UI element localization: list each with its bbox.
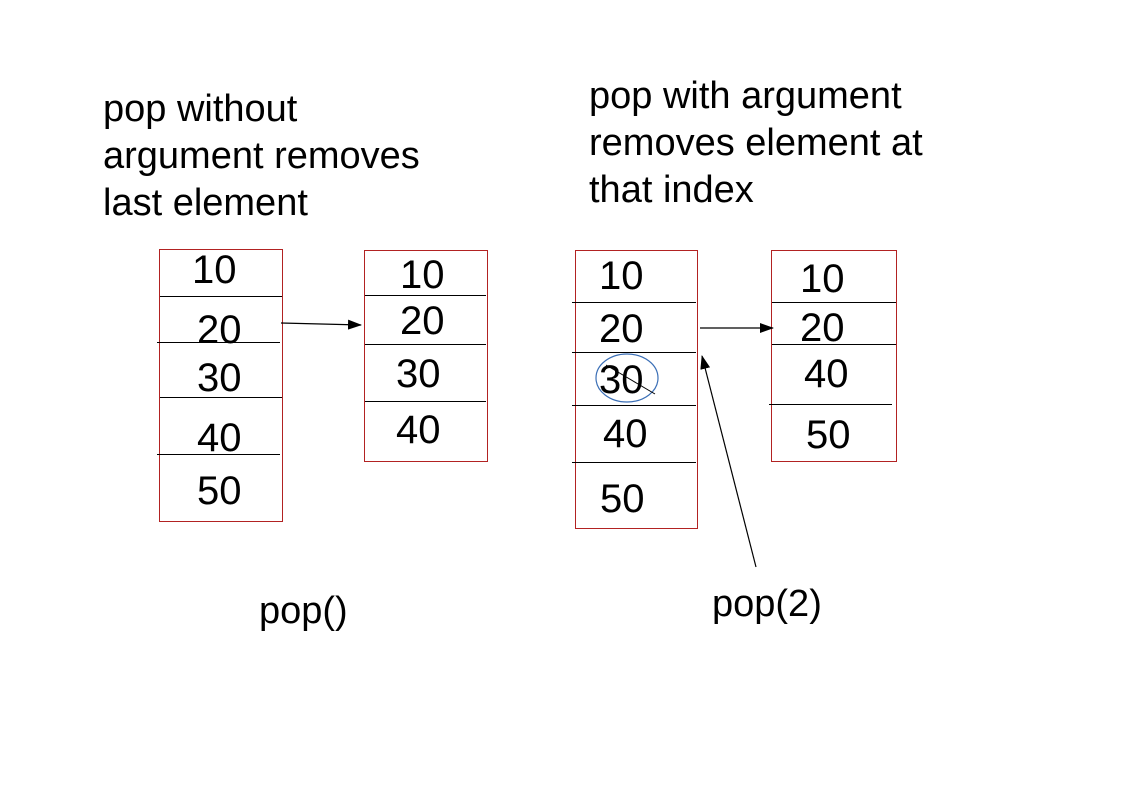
right-caption: pop with argument removes element at tha… — [589, 73, 923, 214]
list-cell: 20 — [599, 307, 644, 351]
cell-divider — [772, 302, 896, 303]
right-caption-line: that index — [589, 169, 754, 212]
list-cell: 40 — [603, 412, 648, 456]
cell-divider — [365, 295, 486, 296]
list-after-pop-no-arg — [364, 250, 488, 462]
cell-divider — [157, 342, 280, 343]
cell-divider — [160, 296, 282, 297]
list-cell: 10 — [192, 248, 237, 292]
cell-divider — [365, 344, 486, 345]
list-cell: 30 — [197, 356, 242, 400]
list-cell: 40 — [396, 408, 441, 452]
cell-divider — [572, 302, 696, 303]
list-before-pop-no-arg — [159, 249, 283, 522]
arrow-pointer-removed-element — [700, 355, 757, 568]
list-cell: 10 — [800, 257, 845, 301]
list-cell: 50 — [806, 413, 851, 457]
pop-no-arg-label: pop() — [259, 590, 348, 632]
arrow-pop-no-arg — [280, 319, 362, 330]
list-cell: 10 — [599, 254, 644, 298]
left-caption: pop without argument removes last elemen… — [103, 86, 420, 227]
list-cell: 50 — [600, 477, 645, 521]
cell-divider — [572, 462, 696, 463]
list-cell: 20 — [197, 308, 242, 352]
left-caption-line: pop without — [103, 88, 298, 130]
list-cell: 10 — [400, 253, 445, 297]
list-cell: 30 — [396, 352, 441, 396]
list-cell: 50 — [197, 469, 242, 513]
cell-divider — [160, 397, 282, 398]
cell-divider — [572, 405, 696, 406]
list-cell removed-cell: 30 — [599, 358, 644, 402]
left-caption-line: last element — [103, 182, 308, 225]
removed-element-strike — [605, 364, 656, 395]
pop-with-arg-label: pop(2) — [712, 583, 822, 625]
list-cell: 20 — [800, 306, 845, 350]
list-cell: 40 — [804, 352, 849, 396]
cell-divider — [769, 404, 892, 405]
list-before-pop-with-arg — [575, 250, 698, 529]
cell-divider — [365, 401, 486, 402]
cell-divider — [772, 344, 896, 345]
removed-element-circle — [595, 353, 659, 403]
right-caption-line: pop with argument — [589, 75, 902, 117]
list-cell: 20 — [400, 299, 445, 343]
left-caption-line: argument removes — [103, 135, 420, 178]
right-caption-line: removes element at — [589, 122, 923, 165]
list-after-pop-with-arg — [771, 250, 897, 462]
cell-divider — [157, 454, 280, 455]
cell-divider — [572, 352, 696, 353]
list-cell: 40 — [197, 416, 242, 460]
